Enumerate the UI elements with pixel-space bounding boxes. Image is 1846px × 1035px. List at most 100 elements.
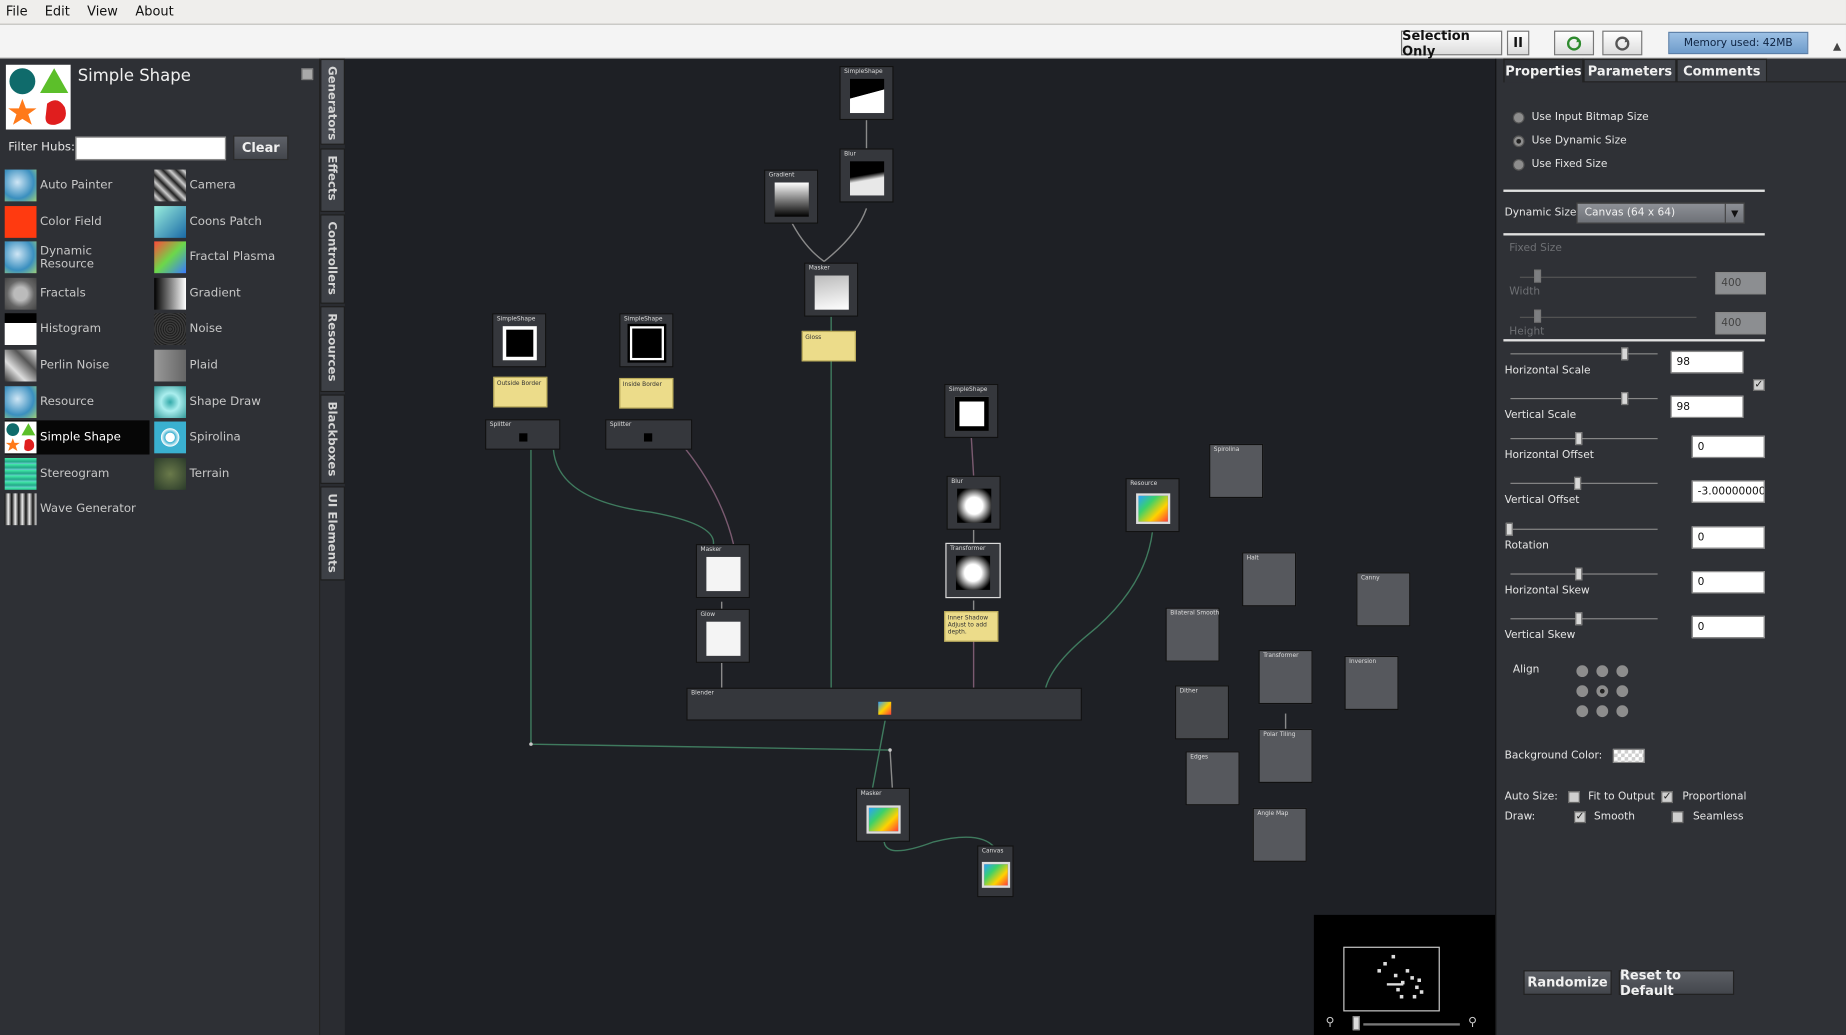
node-simpleshape-4[interactable]: SimpleShape: [944, 383, 999, 439]
hub-item-perlin-noise[interactable]: Perlin Noise: [4, 349, 150, 383]
filter-hubs-input[interactable]: [75, 136, 227, 161]
node-canvas[interactable]: Canvas: [977, 845, 1014, 898]
hub-item-camera[interactable]: Camera: [154, 168, 299, 202]
dynamic-size-select[interactable]: Canvas (64 x 64) ▼: [1576, 202, 1745, 224]
smooth-checkbox[interactable]: ✓: [1574, 811, 1586, 824]
node-spirolina[interactable]: Spirolina: [1209, 443, 1264, 499]
hub-item-dynamic-resource[interactable]: Dynamic Resource: [4, 240, 150, 274]
hub-item-terrain[interactable]: Terrain: [154, 457, 299, 491]
randomize-button[interactable]: Randomize: [1523, 970, 1612, 995]
vertical-skew-slider[interactable]: [1510, 618, 1658, 620]
zoom-in-icon[interactable]: ⚲: [1468, 1016, 1477, 1030]
tab-comments[interactable]: Comments: [1676, 58, 1768, 83]
hub-item-fractal-plasma[interactable]: Fractal Plasma: [154, 240, 299, 274]
reset-to-default-button[interactable]: Reset to Default: [1618, 967, 1735, 998]
tab-resources[interactable]: Resources: [320, 306, 345, 393]
node-glow[interactable]: Glow: [695, 608, 750, 663]
note-outside-border[interactable]: Outside Border: [493, 376, 548, 408]
seamless-checkbox[interactable]: [1671, 811, 1684, 824]
horizontal-offset-slider-thumb[interactable]: [1575, 432, 1583, 446]
align-top-right-radio[interactable]: [1616, 665, 1629, 678]
node-masker-2[interactable]: Masker: [695, 543, 750, 599]
hub-item-color-field[interactable]: Color Field: [4, 204, 150, 238]
node-blur-2[interactable]: Blur: [946, 475, 1001, 530]
vertical-offset-input[interactable]: -3.000000000: [1691, 480, 1765, 503]
node-halt[interactable]: Halt: [1242, 552, 1297, 607]
node-masker-1[interactable]: Masker: [804, 262, 859, 317]
horizontal-offset-input[interactable]: 0: [1691, 435, 1765, 459]
node-bilateral-smooth[interactable]: Bilateral Smooth: [1165, 607, 1220, 662]
node-simpleshape-3[interactable]: SimpleShape: [619, 313, 674, 368]
hub-item-stereogram[interactable]: Stereogram: [4, 457, 150, 491]
radio-use-fixed-size[interactable]: [1512, 158, 1525, 171]
tab-ui-elements[interactable]: UI Elements: [320, 486, 345, 581]
selection-only-button[interactable]: Selection Only: [1400, 28, 1503, 58]
node-masker-3[interactable]: Masker: [855, 787, 911, 842]
node-resource[interactable]: Resource: [1125, 478, 1180, 533]
node-splitter-1[interactable]: Splitter: [485, 419, 561, 450]
note-gloss[interactable]: Gloss: [801, 330, 856, 362]
horizontal-scale-input[interactable]: 98: [1670, 350, 1744, 374]
minimap[interactable]: [1343, 946, 1440, 1012]
menu-file[interactable]: File: [5, 3, 28, 19]
vertical-offset-slider[interactable]: [1510, 482, 1658, 484]
hub-item-plaid[interactable]: Plaid: [154, 349, 299, 383]
rotation-input[interactable]: 0: [1691, 526, 1765, 549]
vertical-scale-slider[interactable]: [1510, 397, 1658, 400]
hub-item-spirolina[interactable]: Spirolina: [154, 421, 299, 455]
vertical-scale-slider-thumb[interactable]: [1621, 392, 1629, 406]
vertical-skew-slider-thumb[interactable]: [1575, 612, 1583, 626]
zoom-slider[interactable]: [1363, 1023, 1460, 1026]
horizontal-skew-slider[interactable]: [1510, 573, 1658, 575]
rotation-slider-thumb[interactable]: [1505, 522, 1513, 536]
tab-blackboxes[interactable]: Blackboxes: [320, 394, 345, 484]
menu-view[interactable]: View: [87, 3, 118, 19]
hub-item-resource[interactable]: Resource: [4, 385, 150, 419]
zoom-out-icon[interactable]: ⚲: [1325, 1016, 1335, 1030]
radio-use-dynamic-size[interactable]: [1512, 135, 1525, 148]
node-dither[interactable]: Dither: [1174, 685, 1230, 740]
align-top-left-radio[interactable]: [1576, 665, 1589, 678]
hub-item-coons-patch[interactable]: Coons Patch: [154, 204, 299, 238]
node-graph-canvas[interactable]: SimpleShape Blur Gradient Masker Gloss S…: [344, 58, 1496, 1035]
horizontal-skew-input[interactable]: 0: [1691, 571, 1765, 594]
node-blender[interactable]: Blender: [686, 687, 1082, 721]
tab-controllers[interactable]: Controllers: [320, 214, 345, 304]
panel-toggle-button[interactable]: [301, 68, 314, 81]
horizontal-scale-slider-thumb[interactable]: [1621, 347, 1629, 361]
hub-item-noise[interactable]: Noise: [154, 312, 299, 346]
tab-parameters[interactable]: Parameters: [1583, 58, 1677, 83]
note-inside-border[interactable]: Inside Border: [619, 377, 674, 409]
hub-item-wave-generator[interactable]: Wave Generator: [4, 493, 150, 527]
note-inner-shadow[interactable]: Inner Shadow Adjust to add depth.: [944, 611, 999, 642]
node-simpleshape-2[interactable]: SimpleShape: [492, 313, 547, 368]
reset-view-button[interactable]: [1602, 30, 1643, 56]
menu-about[interactable]: About: [135, 3, 174, 19]
align-middle-left-radio[interactable]: [1576, 685, 1589, 698]
pause-button[interactable]: II: [1506, 30, 1530, 56]
vertical-offset-slider-thumb[interactable]: [1573, 476, 1581, 490]
refresh-button[interactable]: [1554, 30, 1595, 56]
node-polar-tiling[interactable]: Polar Tiling: [1258, 728, 1313, 784]
vertical-skew-input[interactable]: 0: [1691, 615, 1765, 639]
hub-item-gradient[interactable]: Gradient: [154, 276, 299, 310]
align-bottom-left-radio[interactable]: [1576, 705, 1589, 718]
vertical-scale-input[interactable]: 98: [1670, 395, 1744, 419]
hub-item-shape-draw[interactable]: Shape Draw: [154, 385, 299, 419]
radio-use-input-bitmap-size[interactable]: [1512, 111, 1525, 124]
node-blur-1[interactable]: Blur: [839, 148, 894, 203]
node-edges[interactable]: Edges: [1185, 751, 1240, 806]
tab-properties[interactable]: Properties: [1503, 58, 1584, 83]
background-color-swatch[interactable]: [1612, 748, 1645, 764]
node-transformer-2[interactable]: Transformer: [1258, 649, 1313, 705]
tab-generators[interactable]: Generators: [320, 58, 345, 145]
rotation-slider[interactable]: [1510, 528, 1658, 530]
hub-item-histogram[interactable]: Histogram: [4, 312, 150, 346]
node-splitter-2[interactable]: Splitter: [605, 419, 693, 450]
link-scale-checkbox[interactable]: ✓: [1752, 379, 1765, 391]
hub-item-simple-shape[interactable]: Simple Shape: [4, 420, 150, 455]
node-canny[interactable]: Canny: [1356, 572, 1411, 627]
node-transformer-1[interactable]: Transformer: [945, 542, 1001, 599]
node-gradient[interactable]: Gradient: [764, 169, 819, 224]
node-angle-map[interactable]: Angle Map: [1252, 807, 1307, 862]
